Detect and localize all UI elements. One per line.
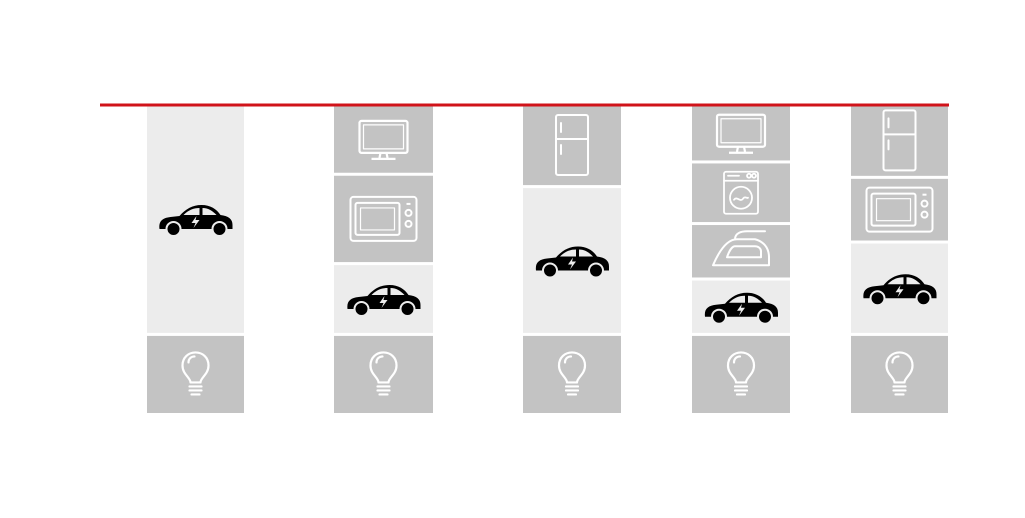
bolt-icon	[737, 303, 745, 316]
bolt-icon	[568, 257, 576, 270]
car-wheel	[915, 290, 932, 307]
light-bulb-segment	[523, 335, 621, 413]
electric-car-icon	[347, 285, 421, 317]
car-wheel	[542, 262, 558, 279]
car-wheel	[757, 308, 773, 325]
car-wheel	[588, 262, 604, 279]
light-bulb-segment	[334, 335, 433, 413]
refrigerator-icon	[555, 114, 589, 177]
car-window	[906, 277, 921, 285]
light-bulb-icon	[181, 351, 210, 396]
light-bulb-icon	[885, 351, 914, 396]
car-window	[887, 277, 904, 285]
microwave-icon	[349, 195, 418, 242]
light-bulb-segment	[147, 335, 244, 413]
car-wheel	[353, 301, 370, 317]
car-window	[390, 288, 405, 295]
stacked-column	[334, 105, 433, 413]
car-window	[202, 207, 217, 215]
washing-machine-segment	[692, 163, 790, 223]
light-bulb-icon	[726, 351, 756, 396]
light-bulb-segment	[692, 335, 790, 413]
television-icon	[715, 113, 767, 154]
electric-car-icon	[704, 292, 778, 325]
light-bulb-icon	[557, 351, 587, 396]
bolt-icon	[895, 285, 904, 298]
bolt-icon	[379, 296, 388, 308]
light-bulb-segment	[851, 335, 948, 413]
car-wheel	[165, 220, 182, 237]
television-icon	[358, 119, 409, 160]
car-wheel	[399, 301, 416, 317]
bolt-icon	[191, 215, 200, 228]
car-window	[729, 295, 745, 303]
car-window	[183, 207, 200, 215]
clothes-iron-icon	[712, 230, 770, 267]
car-window	[560, 249, 576, 257]
car-window	[748, 295, 762, 303]
car-wheel	[211, 220, 228, 237]
car-window	[579, 249, 593, 257]
stacked-column	[692, 105, 790, 413]
clothes-iron-segment	[692, 225, 790, 278]
light-bulb-icon	[369, 351, 398, 396]
car-window	[371, 288, 388, 295]
stacked-column	[147, 105, 244, 413]
stacked-column	[851, 105, 948, 413]
microwave-segment	[334, 175, 433, 263]
electric-car-icon	[159, 204, 233, 237]
television-segment	[334, 105, 433, 173]
car-wheel	[869, 290, 886, 307]
washing-machine-icon	[723, 170, 759, 215]
stacked-column	[523, 105, 621, 413]
microwave-icon	[865, 186, 934, 233]
refrigerator-segment	[851, 105, 948, 176]
electric-car-icon	[535, 246, 609, 279]
refrigerator-icon	[882, 109, 917, 172]
refrigerator-segment	[523, 105, 621, 186]
car-wheel	[711, 308, 727, 325]
electric-car-icon	[863, 274, 937, 307]
